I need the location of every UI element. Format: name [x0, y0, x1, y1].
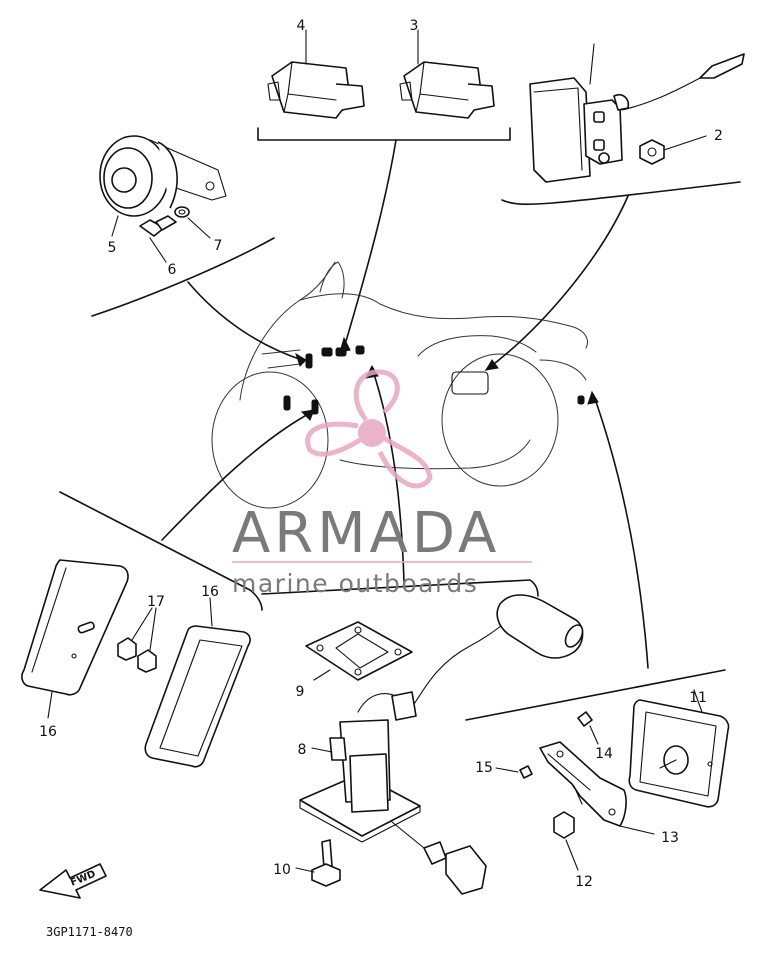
motorcycle-outline	[211, 261, 588, 509]
callout-17: 17	[147, 594, 165, 610]
part-2-nut	[639, 135, 707, 165]
callout-12: 12	[575, 874, 593, 890]
callout-15: 15	[475, 760, 493, 776]
callout-lines	[161, 139, 649, 669]
watermark-brand: ARMADA	[232, 501, 500, 566]
callout-16-right: 16	[201, 584, 219, 600]
diagram-code: 3GP1171-8470	[46, 925, 133, 939]
watermark-tagline: marine outboards	[232, 569, 478, 598]
callout-numbers: 4 3 2 5 6 7 16 17 16 9 8 10 11 14 15 13 …	[39, 18, 723, 890]
part-11-license-light	[628, 689, 730, 808]
callout-4: 4	[297, 18, 306, 34]
callout-5: 5	[108, 240, 117, 256]
callout-2: 2	[714, 128, 723, 144]
callout-14: 14	[595, 746, 613, 762]
part-5-horn	[99, 135, 227, 237]
part-8-fuel-sender	[299, 594, 584, 895]
callout-7: 7	[214, 238, 223, 254]
part-17-grommets	[117, 607, 157, 673]
forward-direction-arrow: FWD	[39, 863, 107, 899]
callout-9: 9	[296, 684, 305, 700]
callout-10: 10	[273, 862, 291, 878]
part-10-bolt	[295, 839, 341, 887]
callout-11: 11	[689, 690, 707, 706]
callout-16-left: 16	[39, 724, 57, 740]
part-9-gasket	[305, 621, 413, 681]
part-12-nut	[553, 811, 579, 871]
part-16-reflector-right	[144, 597, 251, 768]
armada-watermark: ARMADA marine outboards	[232, 369, 532, 598]
part-7-washer	[174, 206, 211, 239]
part-6-bolt	[139, 215, 177, 263]
callout-8: 8	[298, 742, 307, 758]
part-14-screw	[577, 711, 599, 745]
part-3-relay	[399, 29, 495, 119]
part-13-bracket	[539, 741, 655, 835]
part-15-washer	[495, 765, 533, 779]
callout-3: 3	[410, 18, 419, 34]
group-frames	[59, 127, 741, 721]
callout-6: 6	[168, 262, 177, 278]
propeller-logo	[305, 369, 433, 489]
part-1-switch	[529, 43, 745, 183]
part-16-reflector-left	[21, 559, 129, 719]
part-4-relay	[267, 29, 365, 119]
callout-13: 13	[661, 830, 679, 846]
